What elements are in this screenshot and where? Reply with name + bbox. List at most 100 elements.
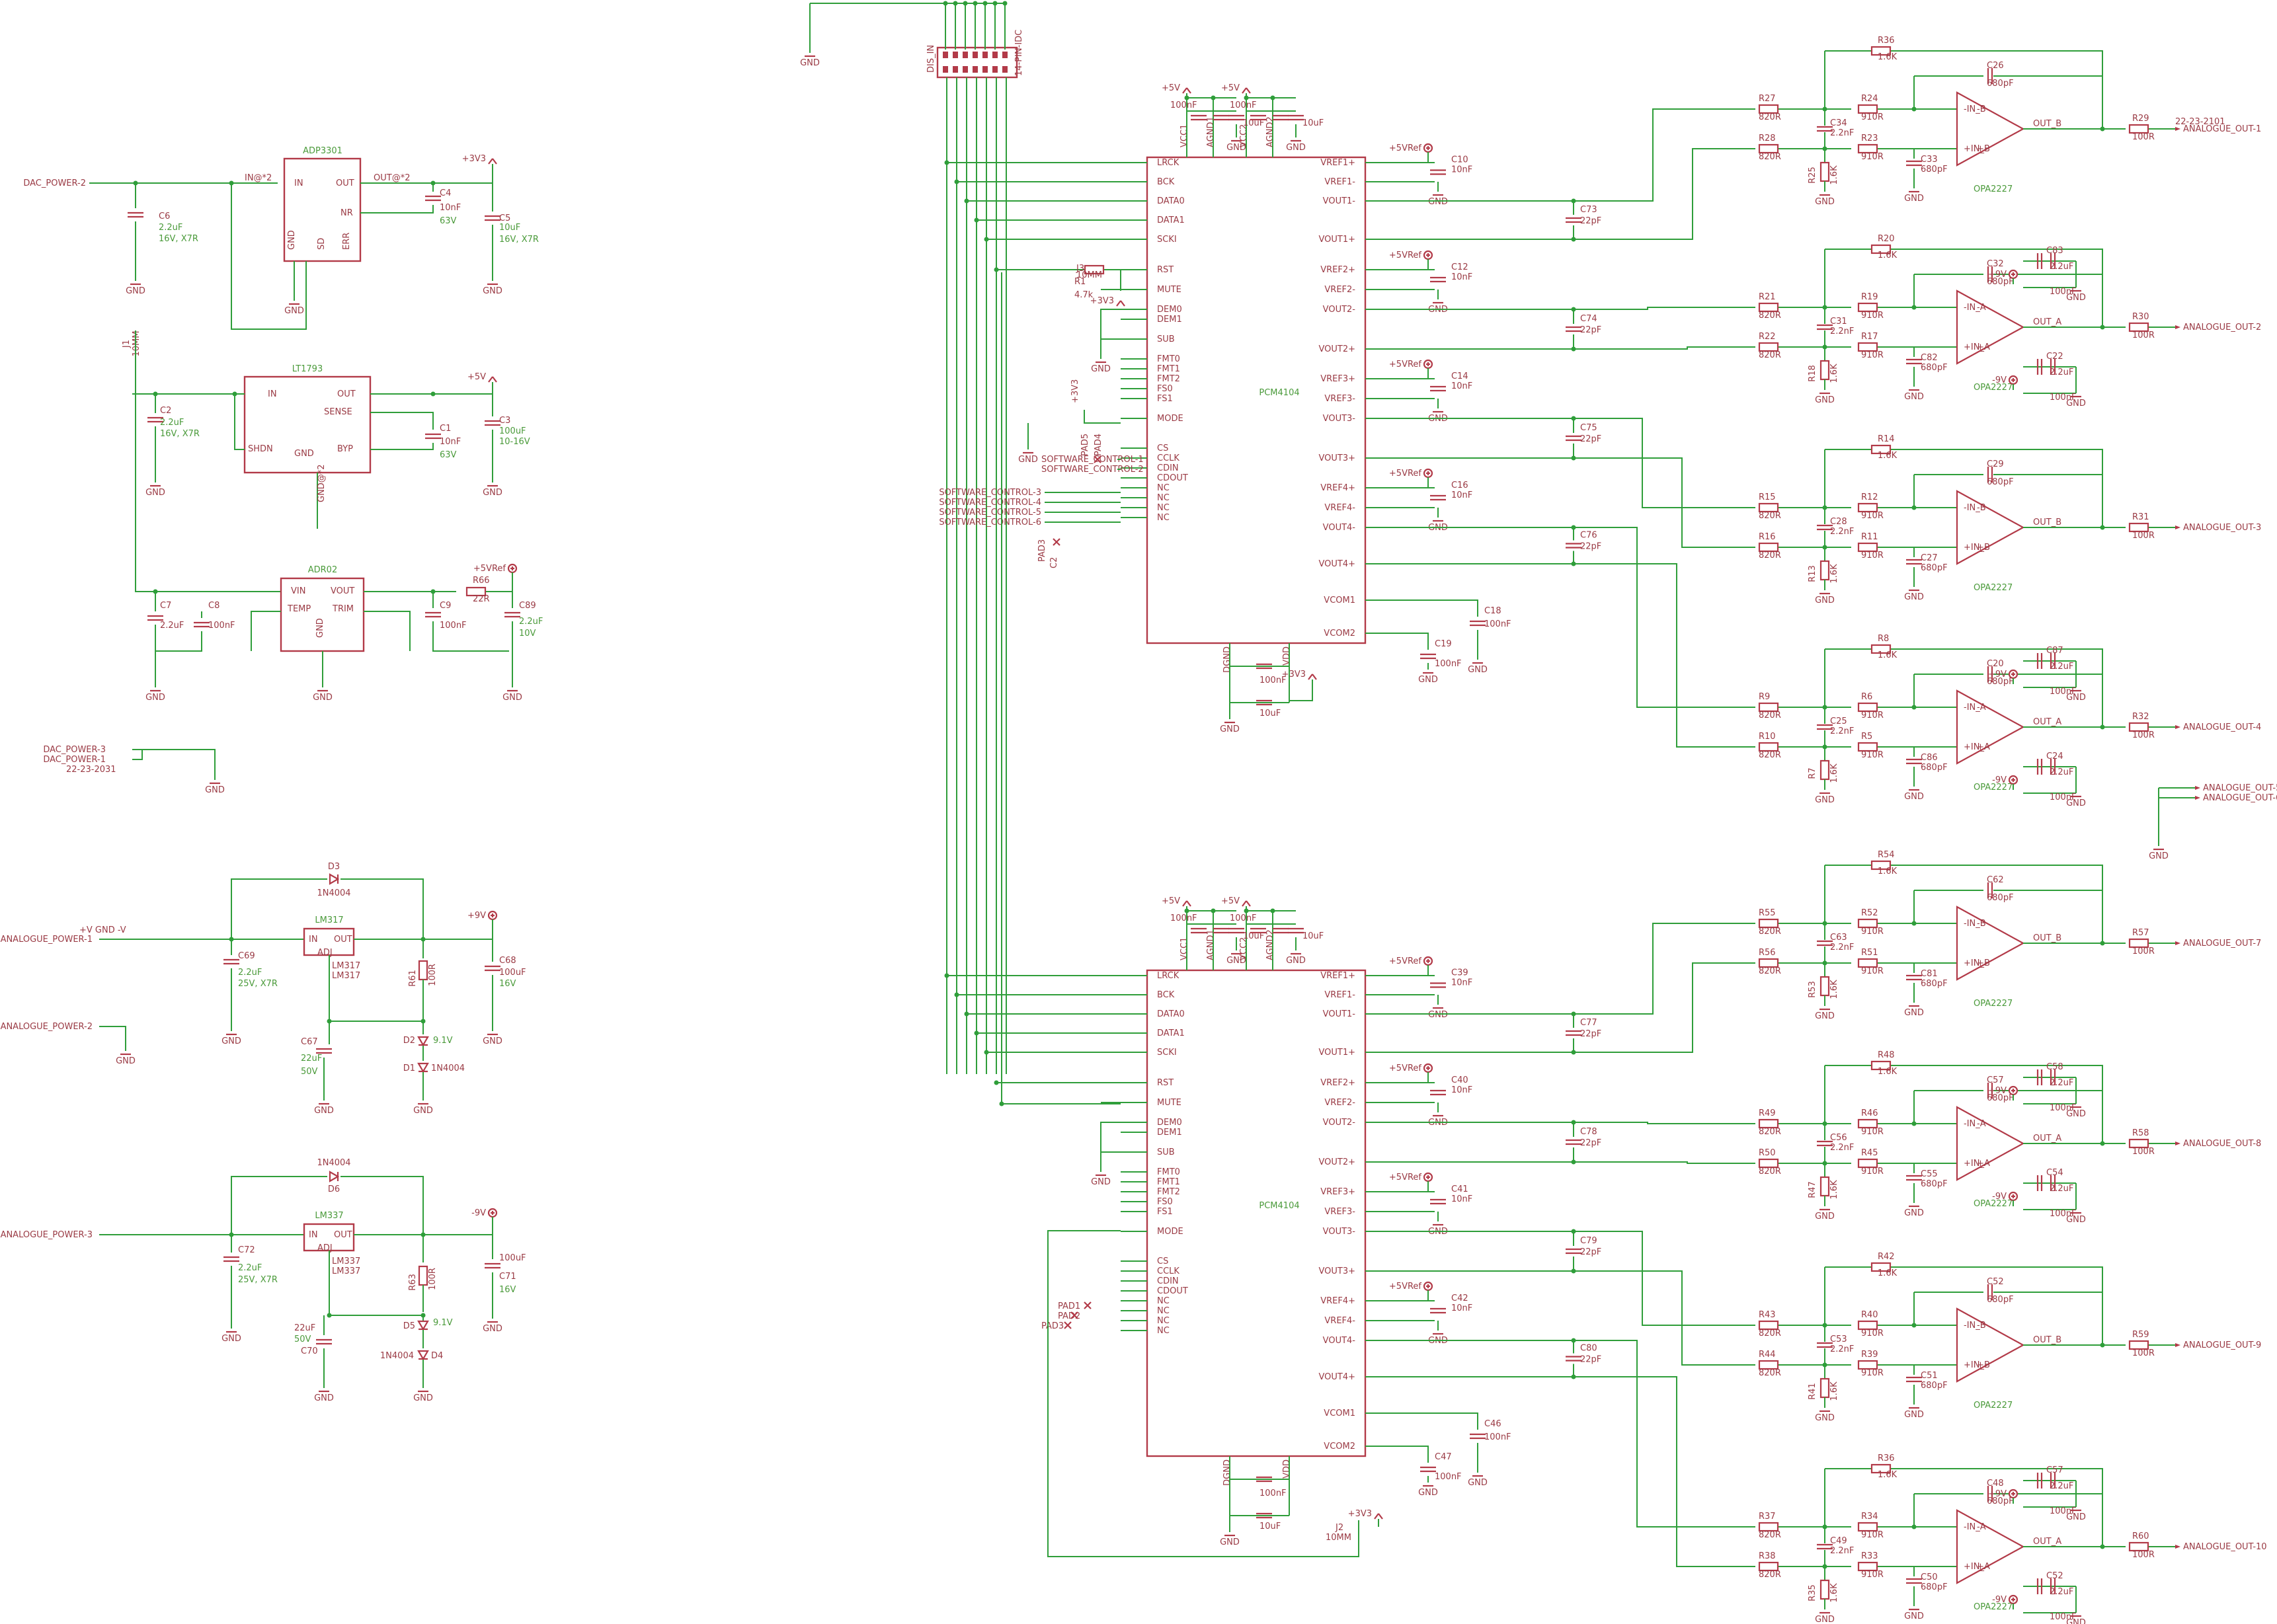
- label: R22: [1759, 332, 1776, 342]
- opamp-name-8: OPA2227: [1974, 1199, 2013, 1209]
- junction-dot: [984, 237, 989, 242]
- net-dac-power-2: DAC_POWER-2: [23, 178, 86, 188]
- resistor-shunt-7: [1819, 976, 1830, 997]
- label: C24: [2046, 752, 2063, 761]
- junction-dot: [1822, 1323, 1827, 1328]
- label: C2: [160, 406, 171, 416]
- label: 25V, X7R: [238, 979, 278, 989]
- junction-dot: [1911, 505, 1917, 510]
- junction-dot: [1822, 1121, 1827, 1126]
- label: 820R: [1759, 551, 1781, 561]
- dac-pin: VCOM2: [1324, 629, 1355, 638]
- wire: [135, 393, 281, 592]
- wire: [364, 611, 411, 651]
- r: R41: [1808, 1383, 1818, 1400]
- net-dac-power-3: DAC_POWER-3: [43, 745, 106, 755]
- resistor-in-3: [1758, 502, 1779, 513]
- supply-label: +3V3: [1090, 296, 1114, 306]
- supply-label: -9V: [1992, 375, 2007, 385]
- pin: GND: [315, 618, 325, 638]
- label: 100nF: [208, 621, 235, 631]
- resistor-shunt-9: [1819, 1377, 1830, 1399]
- wire: [251, 611, 281, 651]
- dac-pin: DATA0: [1157, 1009, 1185, 1019]
- wire: [1891, 449, 2103, 508]
- minus: -: [1977, 104, 1980, 114]
- wire: [1574, 1231, 1719, 1326]
- label: 22uF: [294, 1323, 315, 1333]
- dac-pin: FMT1: [1157, 364, 1180, 374]
- diode-d6: [329, 1171, 340, 1182]
- dac-pin: VCOM2: [1324, 1442, 1355, 1451]
- junction-dot: [994, 267, 999, 272]
- junction-dot: [1822, 305, 1827, 310]
- output-4: ANALOGUE_OUT-4: [2183, 722, 2261, 732]
- ground-label: GND: [1428, 197, 1448, 207]
- resistor-shunt-3: [1819, 560, 1830, 581]
- label: LM337: [332, 1266, 360, 1276]
- supply-label: +3V3: [462, 154, 486, 164]
- label: +IN_B: [1964, 1360, 1990, 1370]
- r: R47: [1808, 1181, 1818, 1198]
- pin: GND: [287, 230, 297, 250]
- part-c2: C2: [1049, 557, 1059, 568]
- resistor-fb-3: [1870, 444, 1892, 455]
- plus: +: [1977, 1159, 1984, 1169]
- ground-label: GND: [126, 286, 145, 296]
- label: 10uF: [1259, 1522, 1281, 1531]
- ic-adr02: [280, 577, 365, 652]
- dac-pin: NC: [1157, 493, 1170, 503]
- label: 22uF: [301, 1054, 322, 1063]
- wire: [1574, 418, 1719, 508]
- resistor-in-4: [1758, 702, 1779, 713]
- label: C71: [499, 1272, 516, 1282]
- wire: [340, 1176, 424, 1235]
- label: 820R: [1759, 966, 1781, 976]
- label: C39: [1451, 968, 1468, 978]
- resistor-mid-7: [1857, 918, 1878, 929]
- supply-arrow: [1116, 300, 1121, 307]
- label: 2.2nF: [1830, 943, 1854, 952]
- label: 680pF: [1921, 1381, 1948, 1391]
- label: 10uF: [1243, 118, 1264, 128]
- label: 680pF: [1921, 1582, 1948, 1592]
- label: -IN_A: [1964, 1522, 1986, 1532]
- label: 910R: [1861, 1570, 1884, 1580]
- resistor-fb-1: [1870, 46, 1892, 56]
- ic-pcm4104-1: [1146, 969, 1367, 1457]
- label: R54: [1878, 850, 1895, 860]
- label: 10nF: [440, 437, 461, 447]
- dac-pin: AGND1: [1206, 929, 1216, 960]
- idc-pin: [943, 66, 948, 73]
- output-2: ANALOGUE_OUT-2: [2183, 323, 2261, 332]
- label: 10nF: [1451, 381, 1472, 391]
- resistor-mid2-2: [1857, 342, 1878, 352]
- label: C26: [1987, 61, 2004, 71]
- ground-label: GND: [1815, 1615, 1835, 1624]
- label: C18: [1484, 606, 1501, 616]
- dac-pin: NC: [1157, 503, 1170, 513]
- ground-label: GND: [483, 488, 502, 498]
- supply-label: +5VRef: [473, 564, 506, 574]
- label: 910R: [1861, 1329, 1884, 1338]
- junction-dot: [963, 1, 968, 6]
- resistor-in-7: [1758, 918, 1779, 929]
- wire: [1574, 563, 1719, 748]
- ground-label: GND: [221, 1334, 241, 1344]
- minus: -: [1977, 1119, 1980, 1129]
- r: R35: [1808, 1584, 1818, 1602]
- ground-label: GND: [1904, 1208, 1924, 1218]
- resistor-fb-2: [1870, 244, 1892, 254]
- label: IN: [309, 1230, 318, 1240]
- dac-pin: VREF4-: [1324, 503, 1355, 513]
- idc-pin: [982, 66, 988, 73]
- dac-pin: CCLK: [1157, 453, 1179, 463]
- dac-pin: RST: [1157, 265, 1174, 275]
- label: OUT_B: [2033, 1335, 2061, 1345]
- part-d3: D3: [328, 862, 340, 872]
- resistor-r66: [465, 586, 487, 597]
- label: 100nF: [1170, 913, 1197, 923]
- label: 100nF: [1230, 913, 1257, 923]
- dac-pin: VOUT2-: [1323, 1118, 1356, 1128]
- plus: +: [1977, 543, 1984, 553]
